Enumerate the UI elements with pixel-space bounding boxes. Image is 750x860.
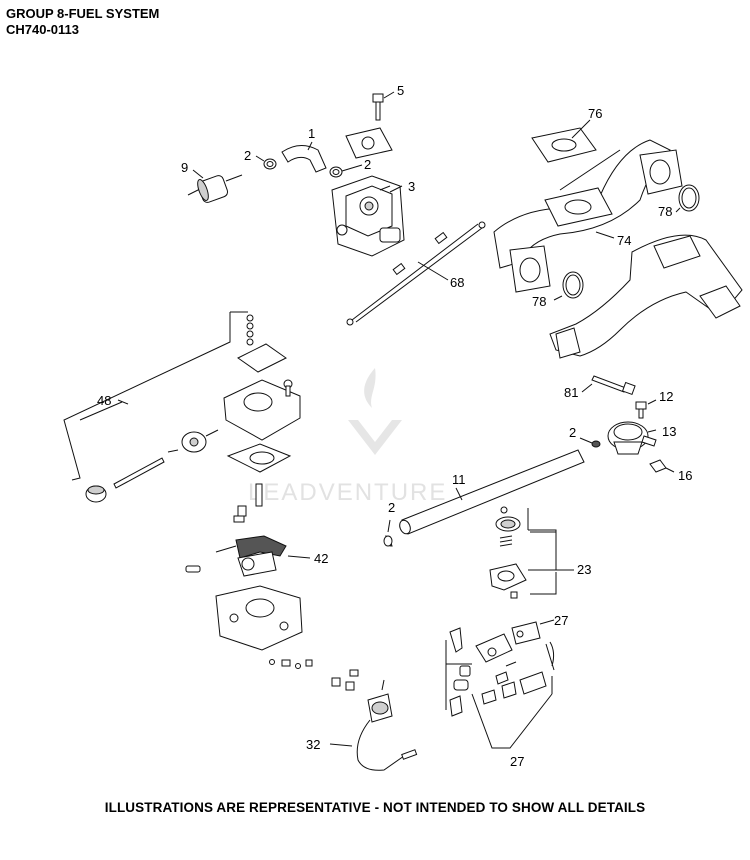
- callout-78-lower: 78: [532, 294, 546, 309]
- watermark: LEADVENTURE: [248, 368, 447, 506]
- fuel-hose: [281, 141, 327, 173]
- carb-idle-kit: [481, 661, 547, 705]
- callout-74: 74: [617, 233, 631, 248]
- hose-clamp-right: [329, 166, 343, 178]
- carb-rebuild-kit: [63, 311, 287, 481]
- fuel-filter: [187, 174, 243, 203]
- mounting-screw: [635, 401, 647, 419]
- air-duct-elbow: [549, 234, 743, 359]
- callout-23: 23: [577, 562, 591, 577]
- fuel-pump-nut: [649, 459, 667, 473]
- carb-upper-body: [223, 379, 301, 441]
- callout-27-lower: 27: [510, 754, 524, 769]
- mounting-bolt-long: [591, 375, 636, 396]
- carb-float: [185, 535, 287, 577]
- callout-32: 32: [306, 737, 320, 752]
- carb-float-pin: [113, 457, 165, 489]
- carb-needle: [233, 483, 263, 523]
- carb-lower-body: [215, 585, 303, 651]
- pump-clamp: [591, 440, 601, 448]
- callout-2-upper-right: 2: [364, 157, 371, 172]
- callout-5: 5: [397, 83, 404, 98]
- callout-2-pump: 2: [569, 425, 576, 440]
- fuel-pump: [607, 421, 657, 455]
- callout-78-upper: 78: [658, 204, 672, 219]
- callout-81: 81: [564, 385, 578, 400]
- callout-2-fuel-line: 2: [388, 500, 395, 515]
- choke-linkage-kit: [445, 619, 555, 717]
- callout-labels: 1 2 2 2 2 3 5 9 11 12 13 16 23 27 27 32 …: [97, 83, 692, 769]
- group-title: GROUP 8-FUEL SYSTEM: [6, 6, 160, 21]
- callout-13: 13: [662, 424, 676, 439]
- carb-gasket-lower: [226, 443, 292, 473]
- callout-42: 42: [314, 551, 328, 566]
- callout-16: 16: [678, 468, 692, 483]
- model-code: CH740-0113: [6, 22, 79, 37]
- callout-27-upper: 27: [554, 613, 568, 628]
- callout-48: 48: [97, 393, 111, 408]
- hose-clamp-left: [263, 158, 277, 170]
- callout-1: 1: [308, 126, 315, 141]
- carburetor-assembly: [331, 175, 405, 257]
- callout-3: 3: [408, 179, 415, 194]
- throttle-cable: [346, 221, 486, 326]
- fuel-solenoid: [356, 679, 418, 771]
- carb-bolt: [372, 93, 384, 121]
- carb-screws: [269, 659, 359, 691]
- callout-68: 68: [450, 275, 464, 290]
- intake-manifold: [493, 139, 683, 293]
- disclaimer-footer: ILLUSTRATIONS ARE REPRESENTATIVE - NOT I…: [104, 800, 646, 815]
- callout-9: 9: [181, 160, 188, 175]
- carb-jet-assembly: [167, 429, 219, 453]
- callout-11: 11: [452, 472, 466, 487]
- fuel-line-clamp: [383, 534, 393, 547]
- watermark-brand: LEADVENTURE: [248, 479, 447, 506]
- callout-76: 76: [588, 106, 602, 121]
- fuel-pump-kit: [489, 506, 527, 599]
- callout-12: 12: [659, 389, 673, 404]
- intake-gasket: [531, 127, 597, 163]
- callout-2-upper-left: 2: [244, 148, 251, 163]
- fuel-line: [399, 449, 585, 535]
- carb-plug: [85, 485, 107, 503]
